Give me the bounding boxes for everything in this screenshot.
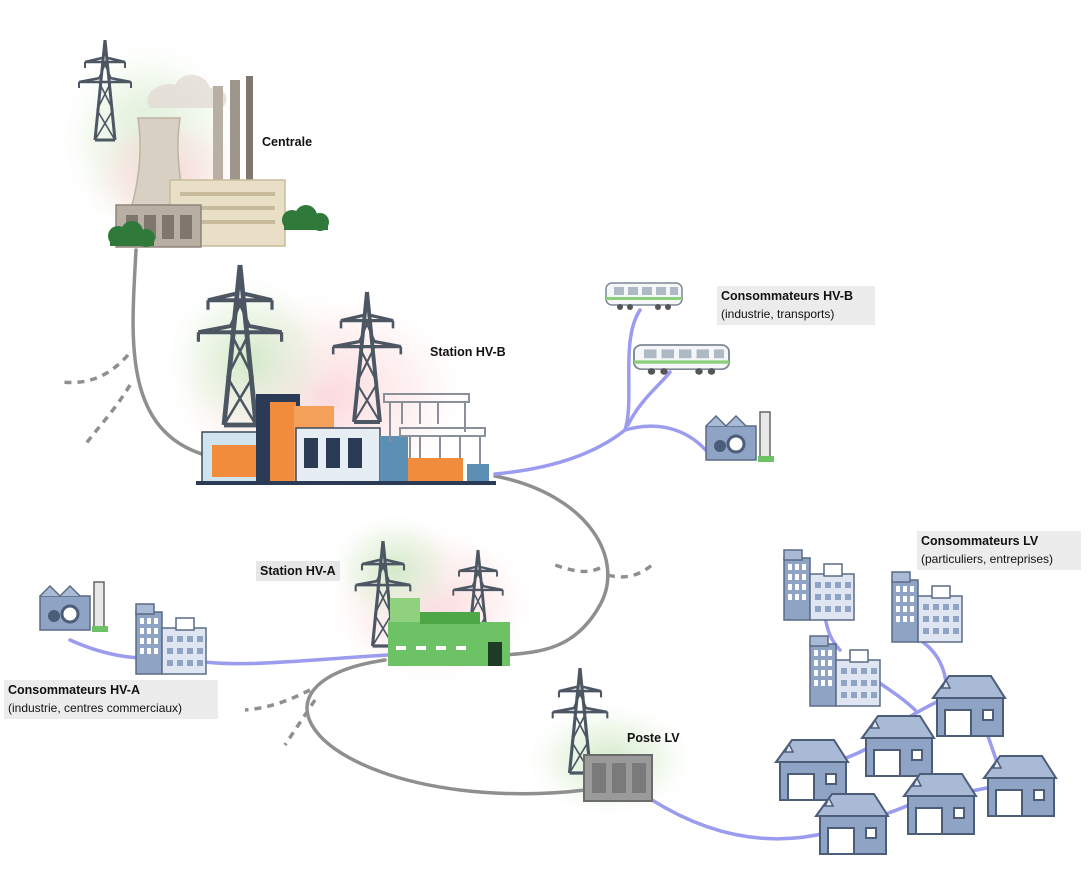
poste-lv-illustration bbox=[551, 666, 653, 802]
house-lv-2 bbox=[861, 715, 935, 777]
hva-roof bbox=[420, 612, 480, 624]
lv-net-7 bbox=[873, 678, 917, 712]
hvb-gantry bbox=[383, 393, 486, 476]
stub-line-5 bbox=[244, 688, 311, 712]
line-lv-to-houses bbox=[650, 798, 832, 841]
hva-door bbox=[488, 642, 502, 666]
stub-line-4 bbox=[607, 563, 654, 579]
train-top bbox=[605, 282, 683, 311]
consumers-lv-illustration bbox=[775, 549, 1057, 855]
label-consumers-lv: Consommateurs LV (particuliers, entrepri… bbox=[917, 531, 1081, 570]
station-hvb-illustration bbox=[196, 265, 496, 485]
line-hvb-to-hva bbox=[493, 474, 610, 657]
station-hva-illustration bbox=[354, 539, 510, 666]
label-station-hvb: Station HV-B bbox=[430, 343, 506, 361]
steam-cloud bbox=[147, 74, 227, 108]
office-lv-1 bbox=[783, 549, 855, 621]
label-consumers-hva-subtitle: (industrie, centres commerciaux) bbox=[8, 701, 183, 715]
label-station-hva: Station HV-A bbox=[256, 561, 340, 581]
hvb-transformer bbox=[212, 445, 257, 477]
line-hvb-to-consumers bbox=[493, 428, 627, 476]
station-hva-glow-green bbox=[325, 510, 465, 630]
house-lv-6 bbox=[815, 793, 889, 855]
house-lv-1 bbox=[932, 675, 1006, 737]
label-consumers-lv-subtitle: (particuliers, entreprises) bbox=[921, 552, 1054, 566]
stub-line-6 bbox=[283, 699, 317, 746]
train-mid bbox=[633, 344, 730, 376]
stub-line-2 bbox=[83, 384, 132, 447]
label-poste-lv: Poste LV bbox=[627, 729, 680, 747]
consumers-hva-illustration bbox=[38, 580, 207, 675]
chimney-1 bbox=[213, 86, 223, 196]
line-to-train-top bbox=[623, 308, 642, 432]
hvb-blue-building bbox=[380, 436, 408, 482]
stub-line-1 bbox=[61, 353, 130, 385]
label-consumers-hvb-title: Consommateurs HV-B bbox=[721, 289, 853, 303]
label-station-hva-title: Station HV-A bbox=[260, 564, 336, 578]
house-lv-4 bbox=[983, 755, 1057, 817]
office-hva bbox=[135, 603, 207, 675]
factory-hvb bbox=[704, 410, 776, 464]
hvb-orange-switch bbox=[408, 458, 463, 482]
office-lv-2 bbox=[891, 571, 963, 643]
chimney-3 bbox=[246, 76, 253, 196]
label-centrale-title: Centrale bbox=[262, 135, 313, 149]
label-consumers-hvb-subtitle: (industrie, transports) bbox=[721, 307, 835, 321]
label-consumers-hvb: Consommateurs HV-B (industrie, transport… bbox=[717, 286, 875, 325]
house-lv-3 bbox=[775, 739, 849, 801]
chimney-2 bbox=[230, 80, 240, 196]
house-lv-5 bbox=[903, 773, 977, 835]
factory-hva bbox=[38, 580, 110, 634]
line-hva-to-lv bbox=[305, 658, 587, 796]
line-centrale-to-hvb bbox=[131, 248, 207, 457]
hvb-end-cabinet bbox=[467, 464, 489, 482]
label-centrale: Centrale bbox=[262, 133, 312, 151]
line-to-factory-hvb bbox=[623, 424, 712, 457]
hvb-orange-block bbox=[270, 402, 296, 482]
label-consumers-lv-title: Consommateurs LV bbox=[921, 534, 1039, 548]
stub-line-3 bbox=[554, 563, 601, 574]
line-to-train-mid bbox=[626, 370, 672, 427]
office-lv-3 bbox=[809, 635, 881, 707]
hvb-ground bbox=[196, 481, 496, 485]
label-consumers-hva-title: Consommateurs HV-A bbox=[8, 683, 140, 697]
label-poste-lv-title: Poste LV bbox=[627, 731, 680, 745]
label-station-hvb-title: Station HV-B bbox=[430, 345, 506, 359]
label-consumers-hva: Consommateurs HV-A (industrie, centres c… bbox=[4, 680, 218, 719]
centrale-illustration bbox=[77, 38, 329, 248]
